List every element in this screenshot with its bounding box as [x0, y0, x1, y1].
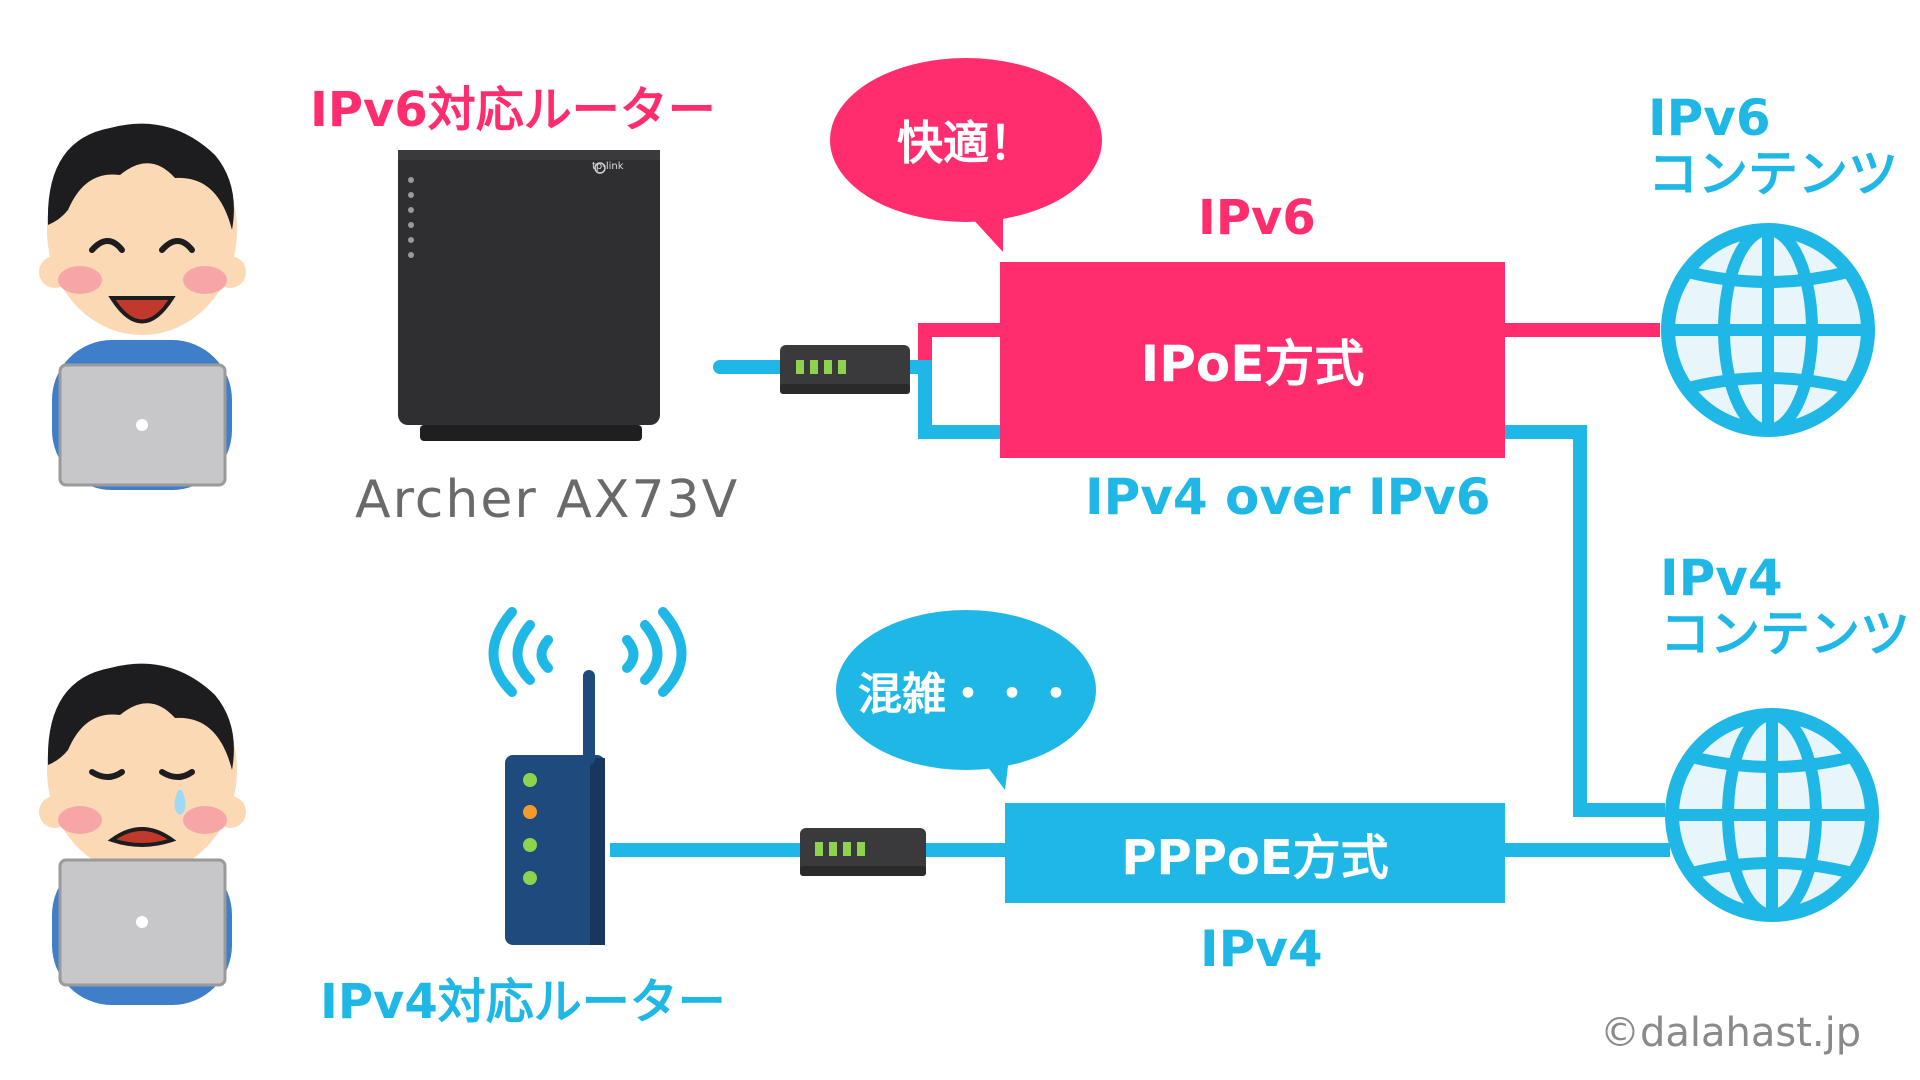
ipv6-line-label: IPv6 [1198, 190, 1316, 246]
ipoe-box [1000, 262, 1505, 458]
pppoe-box-label: PPPoE方式 [1121, 830, 1389, 886]
ipv4-contents-globe-icon [1665, 708, 1879, 922]
ipv4-over-ipv6-cyan-link-left [905, 360, 1000, 439]
router-model-label: Archer AX73V [355, 470, 740, 530]
ipoe-box-label: IPoE方式 [1140, 335, 1365, 393]
ipv4-line-label: IPv4 [1200, 920, 1323, 978]
ipv4-over-ipv6-label: IPv4 over IPv6 [1085, 468, 1491, 526]
ipv6-router-label: IPv6対応ルーター [310, 82, 716, 138]
ipv4-contents-label-line2: コンテンツ [1660, 605, 1910, 663]
ipv6-contents-globe-icon [1661, 223, 1875, 437]
ipv4-over-ipv6-cyan-link-right [1505, 425, 1665, 817]
onu-modem-upper [780, 345, 910, 394]
ipv4-router-label: IPv4対応ルーター [320, 974, 726, 1030]
wifi-waves-icon [488, 607, 687, 697]
sad-user-illustration [39, 663, 246, 1005]
ipv6-router-device [398, 150, 660, 441]
ipv4-contents-label-line1: IPv4 [1660, 549, 1783, 607]
comfort-bubble-text: 快適！ [897, 116, 1035, 170]
congested-bubble-text: 混雑・・・ [858, 669, 1078, 720]
happy-user-illustration [39, 123, 246, 490]
congested-bubble [836, 610, 1096, 790]
ipv6-contents-label-line1: IPv6 [1648, 89, 1771, 147]
ipv4-router-device [505, 670, 605, 945]
copyright-watermark: ©dalahast.jp [1600, 1010, 1862, 1056]
onu-modem-lower [800, 828, 926, 876]
ipv6-contents-label-line2: コンテンツ [1648, 145, 1898, 203]
router-brand-logo: tp-link [592, 161, 624, 172]
pppoe-box [1005, 803, 1505, 903]
comfort-bubble [830, 58, 1102, 252]
